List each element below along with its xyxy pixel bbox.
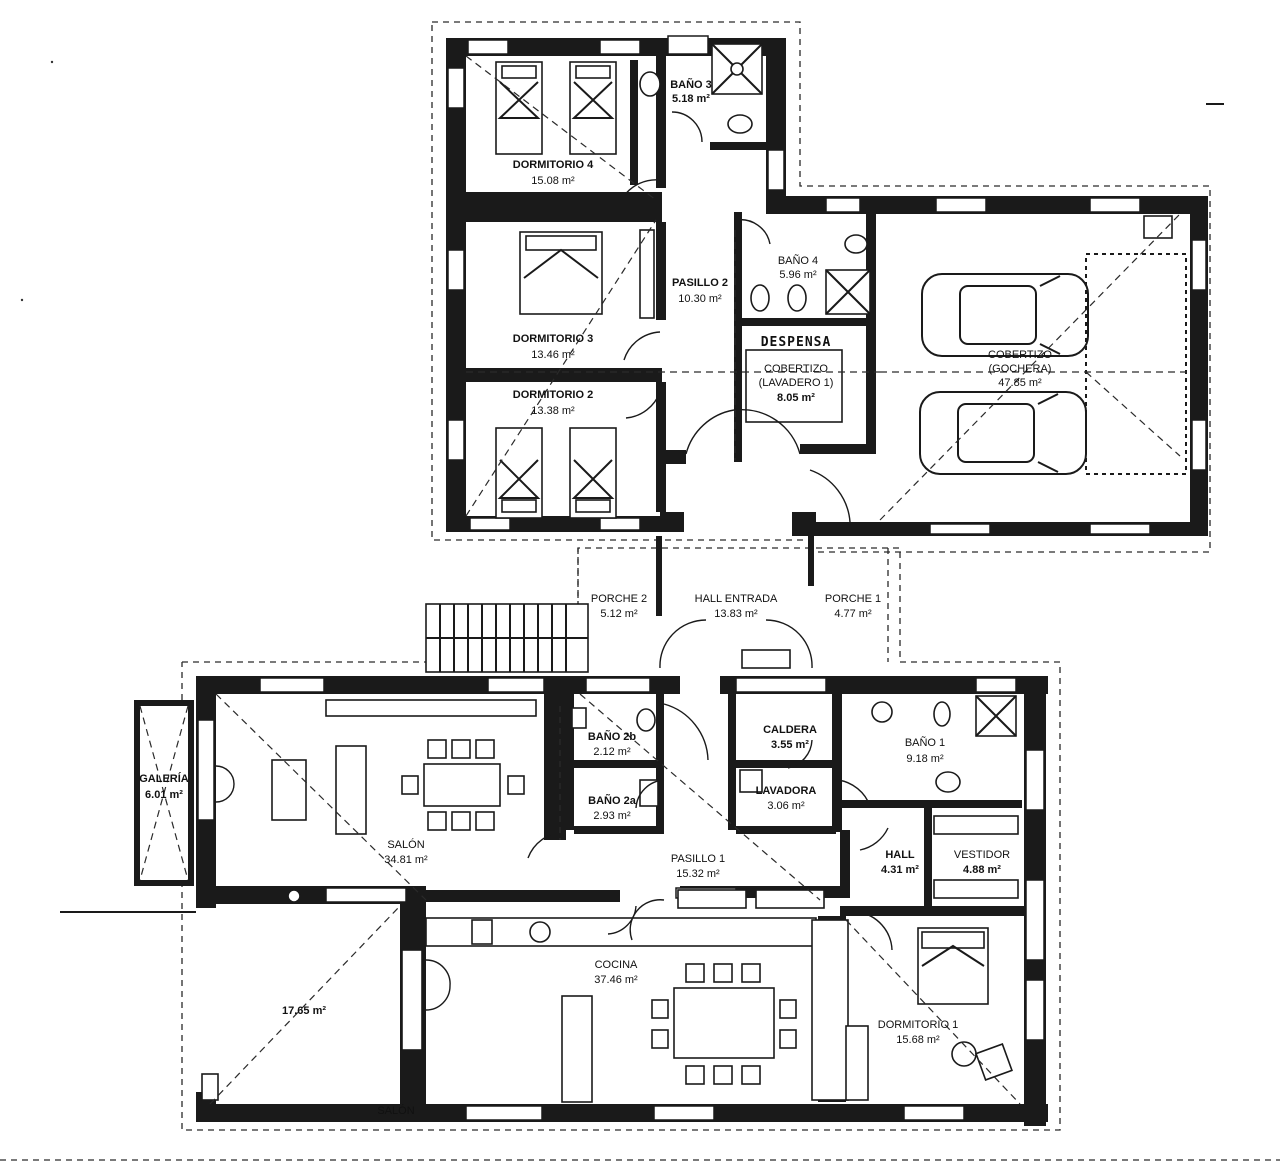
- room-area: 13.83 m²: [714, 608, 758, 620]
- room-area: 8.05 m²: [777, 392, 815, 404]
- south-wing-axes: [209, 693, 1021, 1105]
- room-name: SALÓN: [387, 838, 424, 851]
- room-area: 4.88 m²: [963, 864, 1001, 876]
- north-wing-doors: [623, 111, 851, 523]
- room-name: LAVADORA: [756, 785, 817, 797]
- room-name: BAÑO 4: [778, 254, 818, 267]
- north-wing-windows: [447, 35, 1207, 535]
- room-name: BAÑO 2b: [588, 730, 637, 743]
- room-area: 5.12 m²: [600, 608, 638, 620]
- room-area: 2.93 m²: [593, 810, 631, 822]
- room-name: DORMITORIO 3: [513, 333, 593, 345]
- room-area: 47.85 m²: [998, 377, 1042, 389]
- room-name: PORCHE 2: [591, 593, 647, 605]
- room-labels: BAÑO 3 5.18 m² DORMITORIO 4 15.08 m² BAÑ…: [139, 78, 1052, 1117]
- south-wing-furniture: [201, 695, 1019, 1103]
- room-area: 5.18 m²: [672, 93, 710, 105]
- porch-area: [425, 536, 889, 673]
- north-wing-furniture: [495, 43, 1187, 519]
- car-icon: [921, 273, 1089, 357]
- south-wing-doors: [425, 703, 893, 1011]
- room-name: HALL ENTRADA: [695, 593, 778, 605]
- room-area: 2.12 m²: [593, 746, 631, 758]
- room-area: 13.38 m²: [531, 405, 575, 417]
- room-name: PASILLO 1: [671, 853, 725, 865]
- room-area: 3.06 m²: [767, 800, 805, 812]
- room-area: 13.46 m²: [531, 349, 575, 361]
- despensa-label: DESPENSA: [761, 335, 832, 350]
- room-name: GALERÍA: [139, 772, 189, 785]
- room-name: PORCHE 1: [825, 593, 881, 605]
- room-name: SALÓN: [377, 1104, 414, 1117]
- room-sub: (GOCHERA): [989, 363, 1052, 375]
- car-icon: [919, 391, 1087, 475]
- room-name: PASILLO 2: [672, 277, 728, 289]
- scan-marks: [20, 60, 1224, 302]
- room-area: 15.32 m²: [676, 868, 720, 880]
- north-wing-axes: [465, 55, 1190, 521]
- room-name: DORMITORIO 2: [513, 389, 593, 401]
- room-area: 4.77 m²: [834, 608, 872, 620]
- galeria: [60, 700, 235, 913]
- room-name: BAÑO 3: [670, 78, 712, 91]
- room-area: 9.18 m²: [906, 753, 944, 765]
- room-area: 17.65 m²: [282, 1005, 326, 1017]
- room-name: BAÑO 1: [905, 736, 945, 749]
- room-area: 15.08 m²: [531, 175, 575, 187]
- room-name: HALL: [885, 849, 915, 861]
- room-name: COBERTIZO: [988, 349, 1052, 361]
- room-area: 15.68 m²: [896, 1034, 940, 1046]
- stairs: [425, 603, 589, 673]
- room-area: 3.55 m²: [771, 739, 809, 751]
- room-area: 4.31 m²: [881, 864, 919, 876]
- room-area: 34.81 m²: [384, 854, 428, 866]
- room-name: DORMITORIO 4: [513, 159, 594, 171]
- room-name: DORMITORIO 1: [878, 1019, 958, 1031]
- room-area: 5.96 m²: [779, 269, 817, 281]
- room-name: BAÑO 2a: [588, 794, 637, 807]
- room-area: 6.01 m²: [145, 789, 183, 801]
- room-name: COBERTIZO: [764, 363, 828, 375]
- room-name: VESTIDOR: [954, 849, 1010, 861]
- room-sub: (LAVADERO 1): [759, 377, 834, 389]
- south-wing-windows: [197, 677, 1045, 1121]
- room-area: 10.30 m²: [678, 293, 722, 305]
- room-name: COCINA: [595, 959, 638, 971]
- room-area: 37.46 m²: [594, 974, 638, 986]
- room-name: CALDERA: [763, 724, 817, 736]
